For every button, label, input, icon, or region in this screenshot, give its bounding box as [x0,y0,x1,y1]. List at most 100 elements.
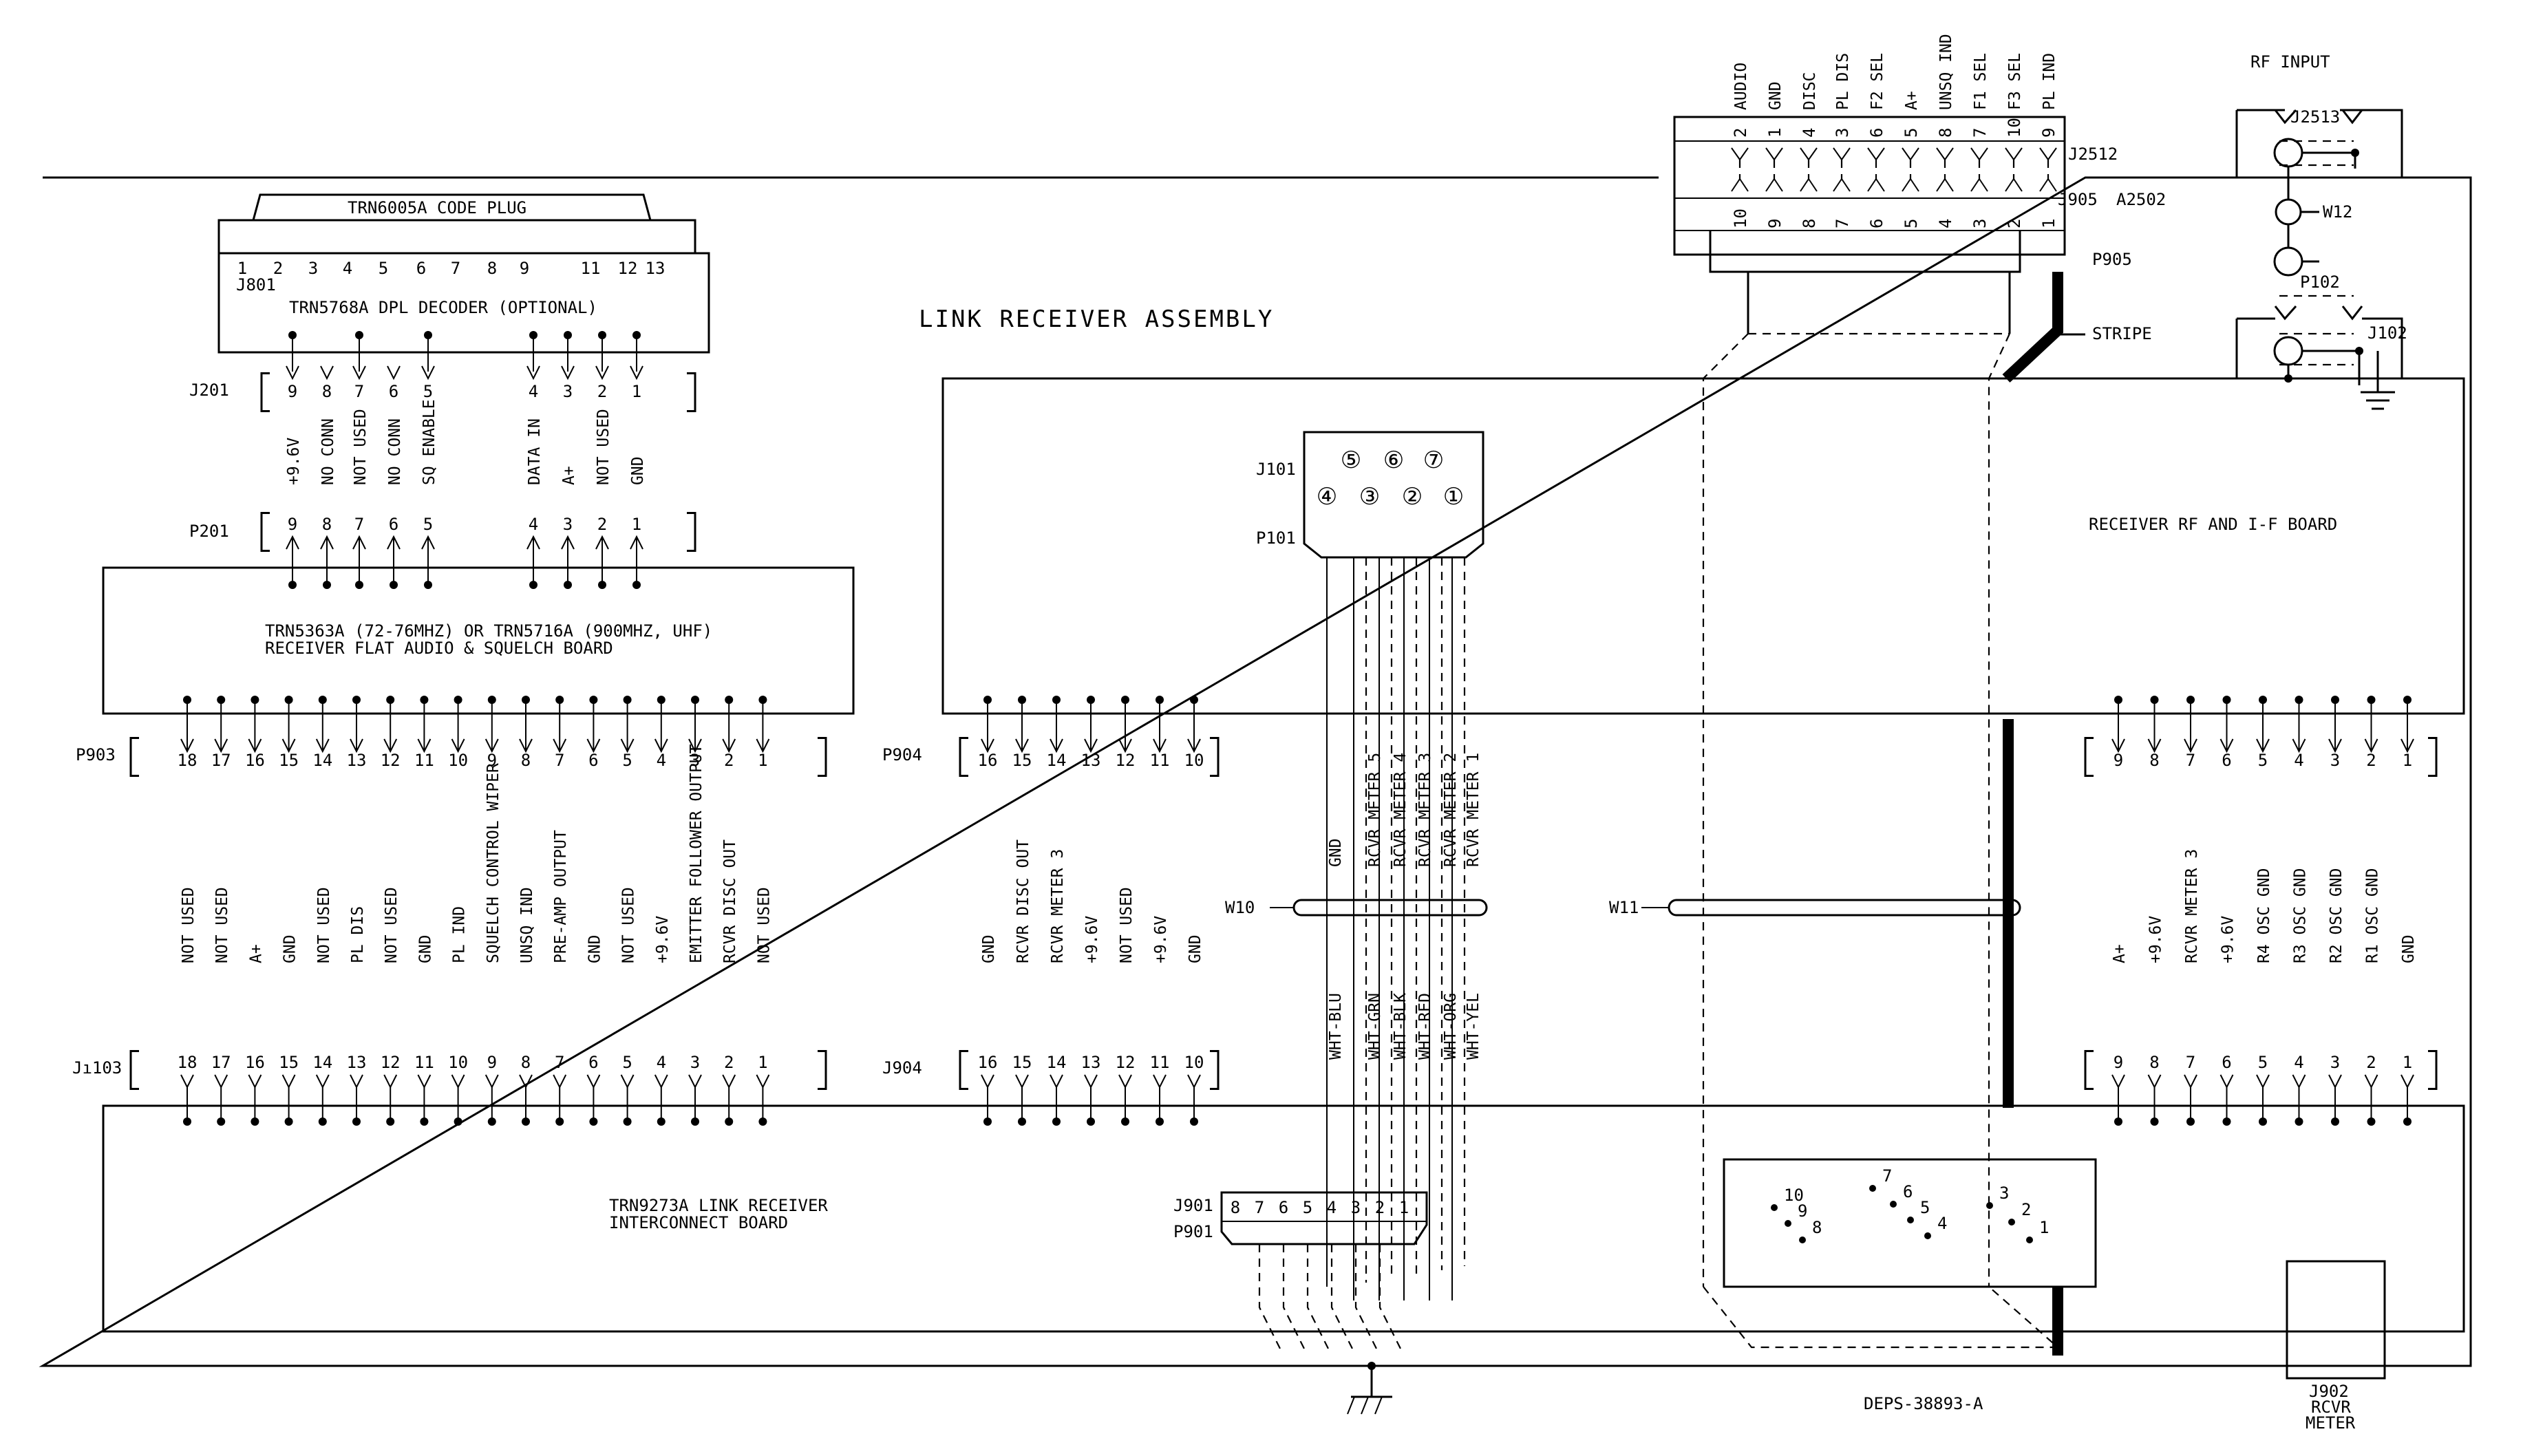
code-plug-pin-8: 8 [487,259,497,278]
p201-pin-4: 4 [529,515,538,534]
p903-lower-num-5: 5 [622,1053,632,1072]
p903-upper-left-bracket [129,737,139,777]
p903-lower-pin-17-arrow [214,1074,228,1089]
right-signal-9: A+ [2111,944,2129,963]
code-plug-pin-1: 1 [237,259,247,278]
p201-dot-2 [598,581,606,589]
p201-dot-3 [564,581,572,589]
p903-lower-pin-12-dot [386,1117,395,1126]
right-upper-pin-5-arrow [2256,738,2270,753]
right-upper-pin-6-arrow [2219,738,2234,753]
p904-lower-num-12: 12 [1116,1053,1136,1072]
p903-lower-pin-17-dot [217,1117,226,1126]
j101-top-pin-1: ⑥ [1383,447,1404,474]
flat-audio-board-line1: TRN5363A (72-76MHZ) OR TRN5716A (900MHZ,… [265,621,712,641]
p903-upper-num-1: 1 [758,751,767,770]
w12-label: W12 [2323,202,2352,222]
p904-lower-pin-16-arrow [981,1074,994,1089]
right-lower-pin-2-arrow [2364,1074,2378,1089]
p904-upper-pin-12-arrow [1118,738,1132,753]
stripe-label: STRIPE [2092,324,2152,343]
p905-label: P905 [2092,250,2132,269]
j201-signal-9: +9.6V [285,438,303,485]
right-lower-pin-1-arrow [2400,1074,2414,1089]
j902-label: J902 [2309,1382,2349,1401]
right-upper-pin-9-arrow [2111,738,2125,753]
meter-signal-3: RCVR METER 3 [1416,753,1434,867]
p904-signal-13: +9.6V [1083,916,1101,963]
p903-lower-pin-7-arrow [553,1074,567,1089]
right-signal-7: RCVR METER 3 [2183,849,2201,963]
j904-label: J904 [882,1058,922,1078]
p903-upper-pin-6-arrow [586,738,601,753]
p903-upper-pin-3-arrow [688,738,702,753]
top-pin-lower-8: 2 [2005,219,2024,228]
top-signal-3: PL DIS [1834,53,1852,110]
p903-upper-num-7: 7 [555,751,564,770]
socket-dot-5 [1907,1217,1914,1223]
right-upper-num-9: 9 [2114,751,2123,770]
p903-lower-pin-15-arrow [281,1074,296,1089]
p904-upper-pin-14-arrow [1050,738,1063,753]
p904-upper-num-13: 13 [1081,751,1101,770]
p904-lower-num-10: 10 [1184,1053,1204,1072]
p901-label: P901 [1173,1222,1213,1241]
right-upper-num-5: 5 [2258,751,2268,770]
top-signal-1: GND [1767,81,1785,110]
p903-upper-pin-12-arrow [383,738,398,753]
p903-lower-right-bracket [818,1050,827,1090]
p903-lower-pin-3-arrow [688,1074,702,1089]
p903-lower-num-8: 8 [521,1053,531,1072]
interconnect-board-line2: INTERCONNECT BOARD [609,1213,788,1232]
right-lower-pin-9-dot [2114,1117,2122,1126]
right-lower-pin-4-dot [2295,1117,2303,1126]
p903-lower-pin-10-arrow [451,1074,465,1089]
right-upper-num-4: 4 [2294,751,2303,770]
p903-lower-pin-1-dot [758,1117,767,1126]
wire-color-5: WHT-YEL [1465,993,1482,1060]
p903-signal-6: GND [586,934,604,963]
right-lower-num-1: 1 [2403,1053,2412,1072]
p903-signal-15: GND [281,934,299,963]
p904-lower-pin-11-dot [1156,1117,1164,1126]
p903-upper-pin-4-arrow [654,738,668,753]
p903-lower-pin-11-arrow [417,1074,432,1089]
p201-pin-1: 1 [632,515,641,534]
p903-lower-pin-15-dot [284,1117,293,1126]
socket-dot-6 [1890,1201,1897,1208]
right-lower-num-4: 4 [2294,1053,2303,1072]
socket-dot-3 [1986,1202,1993,1209]
j101-top-pin-2: ⑦ [1423,447,1444,474]
top-contact-0 [1731,147,1749,192]
right-signal-3: R2 OSC GND [2328,868,2345,963]
p903-upper-num-4: 4 [657,751,666,770]
j201-arrow-1 [630,365,643,381]
p903-lower-num-10: 10 [448,1053,468,1072]
p903-signal-3: EMITTER FOLLOWER OUTPUT [688,744,705,963]
p903-upper-pin-1-arrow [756,738,770,753]
code-plug-pin-7: 7 [451,259,460,278]
p903-signal-2: RCVR DISC OUT [721,839,739,963]
p904-upper-num-15: 15 [1012,751,1032,770]
j901-pin-5: 5 [1303,1198,1312,1217]
p903-upper-pin-8-arrow [519,738,533,753]
flat-audio-board: TRN5363A (72-76MHZ) OR TRN5716A (900MHZ,… [102,566,855,715]
j201-pin-8: 8 [322,382,332,401]
p903-lower-pin-4-dot [657,1117,666,1126]
p903-lower-num-16: 16 [245,1053,265,1072]
j201-pin-3: 3 [563,382,573,401]
right-lower-pin-3-dot [2331,1117,2339,1126]
right-signal-6: +9.6V [2219,916,2237,963]
p904-lower-pin-14-dot [1052,1117,1061,1126]
p903-signal-12: NOT USED [383,887,401,963]
right-lower-pin-2-dot [2367,1117,2376,1126]
j201-arrow-7 [352,365,366,381]
p903-lower-num-17: 17 [211,1053,231,1072]
socket-pin-10: 10 [1784,1186,1804,1205]
p904-signal-10: GND [1186,934,1204,963]
